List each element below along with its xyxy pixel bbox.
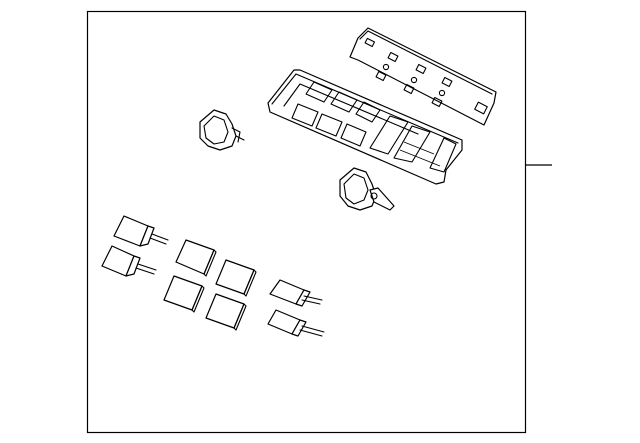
switch-knob (269, 279, 323, 307)
button-cap (175, 239, 217, 277)
button-cap (205, 293, 247, 331)
switch-panel-assembly (267, 69, 463, 185)
rotary-switch-left (199, 109, 245, 151)
button-cap (215, 259, 257, 297)
rotary-switch-right (339, 167, 395, 211)
mounting-bracket (349, 27, 497, 126)
bottom-button-row (291, 103, 367, 147)
switch-knob (101, 245, 157, 277)
switch-knob (267, 309, 325, 337)
top-button-row (305, 81, 381, 123)
button-cap (163, 275, 205, 313)
switch-knob (113, 215, 169, 247)
